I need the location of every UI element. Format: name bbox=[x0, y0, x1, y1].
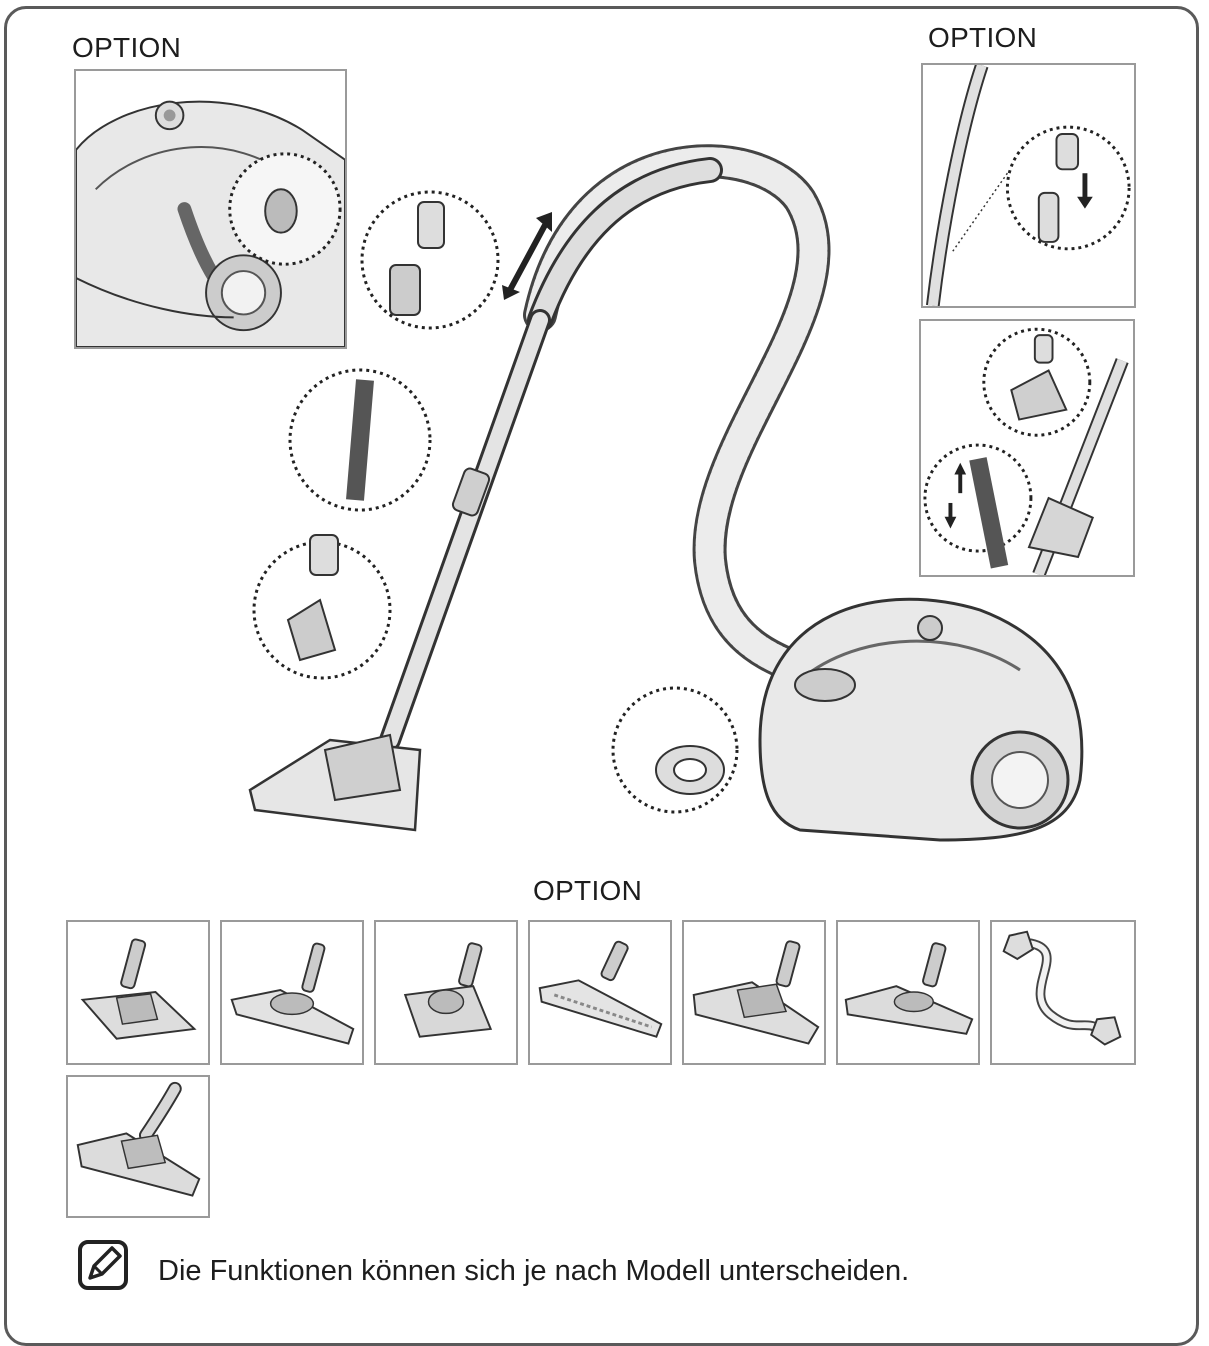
slim-floor-brush-icon bbox=[844, 942, 974, 1035]
parquet-brush-icon bbox=[230, 942, 355, 1045]
inset-nozzle-attachment bbox=[919, 319, 1135, 577]
wide-floor-nozzle-icon bbox=[538, 940, 663, 1038]
option-label-top-right: OPTION bbox=[928, 22, 1038, 53]
accessory-tile-6 bbox=[836, 920, 980, 1065]
vacuum-body-detail-illustration bbox=[76, 100, 345, 347]
combination-brush-icon bbox=[692, 940, 820, 1045]
two-step-brush-icon bbox=[76, 1081, 201, 1197]
nozzle-attachment-illustration bbox=[923, 327, 1129, 575]
note-text: Die Funktionen können sich je nach Model… bbox=[158, 1255, 910, 1287]
accessory-tile-5 bbox=[682, 920, 826, 1065]
turbo-brush-icon bbox=[403, 942, 493, 1038]
accessory-tile-7 bbox=[990, 920, 1136, 1065]
accessory-tile-2 bbox=[220, 920, 364, 1065]
inset-body-detail bbox=[74, 69, 347, 349]
accessory-tile-8 bbox=[66, 1075, 210, 1218]
tube-connection-illustration bbox=[925, 65, 1131, 306]
inset-tube-connection bbox=[921, 63, 1136, 308]
option-label-accessories: OPTION bbox=[533, 875, 643, 906]
accessory-tile-4 bbox=[528, 920, 672, 1065]
main-vacuum-illustration bbox=[240, 140, 1110, 860]
floor-brush-icon bbox=[80, 938, 197, 1040]
accessory-tile-3 bbox=[374, 920, 518, 1065]
shoulder-strap-icon bbox=[1002, 930, 1122, 1046]
accessory-tile-1 bbox=[66, 920, 210, 1065]
model-note: Die Funktionen können sich je nach Model… bbox=[76, 1238, 976, 1298]
note-pencil-icon bbox=[78, 1240, 128, 1290]
option-label-top-left: OPTION bbox=[72, 32, 182, 63]
vacuum-assembly-drawing bbox=[248, 144, 1084, 842]
